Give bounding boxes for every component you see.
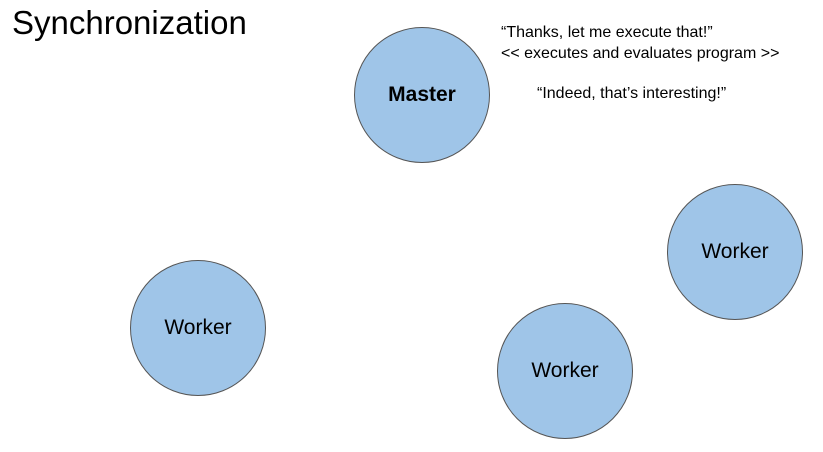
worker-node-bottom: Worker — [497, 303, 633, 439]
master-node: Master — [354, 27, 490, 163]
worker-node-right: Worker — [667, 184, 803, 320]
worker-node-label: Worker — [701, 240, 769, 263]
master-action-note: << executes and evaluates program >> — [501, 45, 780, 62]
master-node-label: Master — [388, 83, 456, 106]
master-speech-thanks: “Thanks, let me execute that!” — [501, 24, 713, 41]
worker-node-label: Worker — [531, 359, 599, 382]
worker-node-label: Worker — [164, 316, 232, 339]
slide-title: Synchronization — [12, 4, 247, 41]
master-speech-interesting: “Indeed, that’s interesting!” — [537, 85, 727, 102]
worker-node-left: Worker — [130, 260, 266, 396]
